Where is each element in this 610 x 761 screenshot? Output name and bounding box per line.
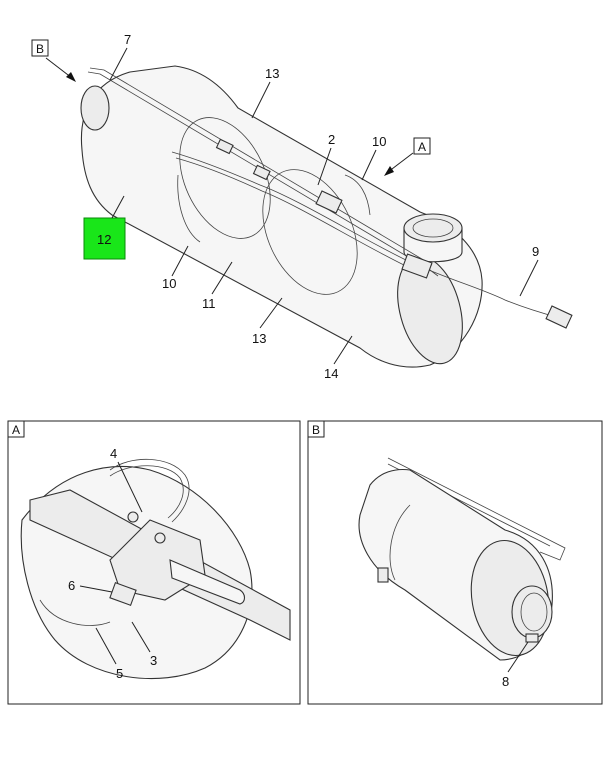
detail-b-tag-box bbox=[307, 420, 325, 438]
callout-7: 7 bbox=[124, 32, 131, 47]
detail-a-harness bbox=[109, 458, 190, 523]
band-clamp-upper bbox=[179, 117, 271, 239]
view-b-ref-box bbox=[31, 39, 49, 57]
callout-5: 5 bbox=[116, 666, 123, 681]
harness-clip-1 bbox=[215, 138, 234, 155]
callout-3: 3 bbox=[150, 653, 157, 668]
detail-b-band-clamp bbox=[389, 504, 411, 581]
callout-6: 6 bbox=[68, 578, 75, 593]
callout-2: 2 bbox=[328, 132, 335, 147]
view-b-arrow bbox=[66, 72, 76, 82]
harness-clip-3 bbox=[315, 190, 343, 214]
harness-clip-2 bbox=[252, 164, 271, 181]
callout-4: 4 bbox=[110, 446, 117, 461]
inlet-pipe bbox=[80, 85, 110, 131]
wiring-harness bbox=[171, 151, 561, 319]
outlet-pipe-opening bbox=[403, 213, 463, 243]
callout-12-highlight bbox=[83, 217, 126, 260]
lower-clamp bbox=[39, 599, 111, 626]
harness-connector bbox=[545, 305, 573, 329]
detail-b-rod bbox=[387, 457, 566, 561]
sensor-connector bbox=[109, 582, 137, 606]
callout-9: 9 bbox=[532, 244, 539, 259]
detail-b-clamp-bolt bbox=[377, 567, 389, 583]
bolt-upper bbox=[127, 511, 139, 523]
detail-b-outlet-pipe bbox=[511, 585, 553, 639]
bracket-band-left bbox=[177, 174, 201, 243]
detail-b-tag: B bbox=[312, 423, 320, 437]
callout-10-left: 10 bbox=[162, 276, 176, 291]
detail-b-pipe-clamp bbox=[525, 633, 539, 643]
callout-13-top: 13 bbox=[265, 66, 279, 81]
view-a-arrow bbox=[384, 166, 394, 176]
detail-a-tag-box bbox=[7, 420, 25, 438]
callout-11: 11 bbox=[202, 296, 216, 311]
sensor-mount bbox=[401, 253, 433, 279]
sensor-body bbox=[169, 559, 246, 605]
view-b-ref: B bbox=[36, 42, 44, 56]
detail-view-a: A 4 6 3 5 bbox=[7, 420, 301, 705]
callout-12: 12 bbox=[97, 232, 111, 247]
main-assembly-view: B A 7 13 2 10 12 9 10 11 13 14 bbox=[31, 32, 573, 381]
detail-a-tag: A bbox=[12, 423, 20, 437]
detail-view-b: B 8 bbox=[307, 420, 603, 705]
bolt-lower bbox=[154, 532, 166, 544]
callout-14: 14 bbox=[324, 366, 338, 381]
band-clamp-lower bbox=[262, 169, 358, 295]
callout-13-bottom: 13 bbox=[252, 331, 266, 346]
bracket-band-right bbox=[344, 174, 371, 216]
callout-8: 8 bbox=[502, 674, 509, 689]
view-a-ref: A bbox=[418, 140, 426, 154]
view-a-ref-box bbox=[413, 137, 431, 155]
callout-10-right: 10 bbox=[372, 134, 386, 149]
